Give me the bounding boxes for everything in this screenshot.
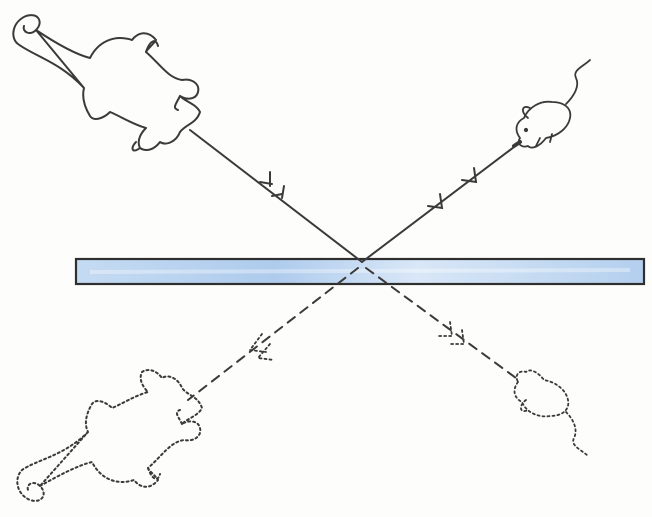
cat-image-paw bbox=[175, 409, 183, 425]
cat-outline bbox=[12, 14, 201, 151]
mirror bbox=[74, 257, 646, 286]
mouse-body bbox=[515, 100, 572, 149]
cat-ear bbox=[145, 40, 159, 53]
mouse-image-ray bbox=[365, 267, 517, 379]
mouse-ray-dot bbox=[512, 140, 522, 148]
cat-image-figure bbox=[16, 369, 203, 502]
cat-paw-back bbox=[131, 141, 141, 152]
mouse-feet bbox=[535, 133, 553, 147]
mouse-image-ear bbox=[520, 399, 529, 412]
mouse-figure bbox=[515, 59, 591, 149]
mouse-ray bbox=[361, 143, 519, 263]
incident-rays bbox=[189, 129, 522, 263]
mouse-ray-arrow bbox=[427, 167, 478, 210]
cat-ray-arrow bbox=[259, 171, 285, 199]
cat-figure bbox=[12, 14, 201, 152]
virtual-ray-arrows bbox=[248, 321, 466, 361]
cat-image-outline bbox=[16, 369, 203, 502]
cat-image-ray-arrow bbox=[248, 333, 275, 361]
mirror-bar bbox=[74, 257, 646, 286]
mouse-image-body bbox=[513, 369, 570, 418]
cat-image-ear bbox=[147, 467, 161, 480]
mouse-tail bbox=[565, 59, 591, 105]
mirror-shading bbox=[89, 268, 631, 274]
mouse-image-ray-arrow bbox=[437, 321, 466, 345]
virtual-rays bbox=[187, 267, 517, 401]
cat-image-ray bbox=[187, 267, 359, 401]
cat-paw-front bbox=[173, 95, 181, 111]
mouse-image-figure bbox=[513, 369, 589, 457]
mouse-image-tail bbox=[565, 411, 589, 457]
mouse-eye bbox=[523, 127, 529, 133]
mouse-ear bbox=[522, 106, 531, 119]
